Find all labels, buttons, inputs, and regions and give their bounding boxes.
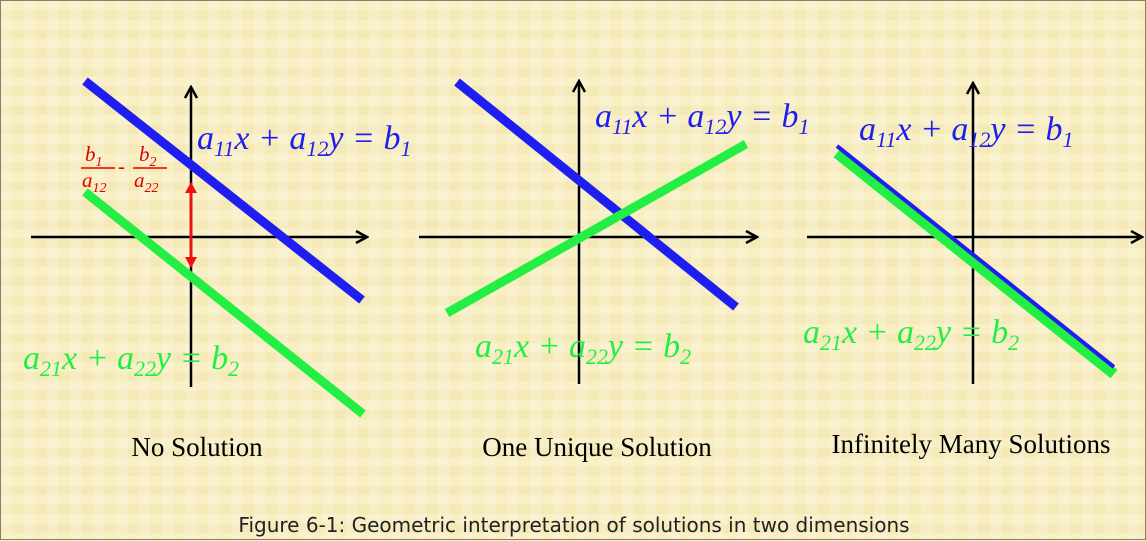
panel-one-unique-solution: a11x + a12y = b1 a21x + a22y = b2 One Un… (419, 78, 809, 462)
line-2 (833, 148, 1118, 379)
equation-2-label: a21x + a22y = b2 (23, 340, 239, 381)
line-2 (82, 188, 366, 418)
line-1 (454, 78, 739, 311)
fraction-2-denominator: a22 (134, 168, 159, 196)
panel-infinitely-many-solutions: a11x + a12y = b1 a21x + a22y = b2 Infini… (803, 83, 1142, 459)
equation-2-label: a21x + a22y = b2 (803, 314, 1019, 355)
equation-1-label: a11x + a12y = b1 (595, 98, 809, 139)
equation-1-label: a11x + a12y = b1 (197, 120, 411, 161)
line-2 (444, 140, 749, 317)
difference-fraction-annotation: b1 a12 - b2 a22 (81, 142, 167, 196)
equation-1-label: a11x + a12y = b1 (859, 111, 1073, 152)
line-1 (82, 77, 365, 304)
fraction-1-denominator: a12 (82, 168, 107, 196)
equation-2-label: a21x + a22y = b2 (475, 328, 691, 369)
fraction-1-numerator: b1 (85, 142, 103, 170)
panel-caption: One Unique Solution (482, 432, 712, 462)
line-1 (835, 144, 1116, 369)
fraction-separator: - (118, 154, 125, 178)
panel-caption: No Solution (131, 432, 263, 462)
panel-no-solution: b1 a12 - b2 a22 a11x + a12y = b1 a21x + … (23, 77, 411, 462)
figure-caption: Figure 6-1: Geometric interpretation of … (238, 513, 909, 537)
fraction-2-numerator: b2 (139, 142, 157, 170)
panel-caption: Infinitely Many Solutions (832, 429, 1111, 459)
